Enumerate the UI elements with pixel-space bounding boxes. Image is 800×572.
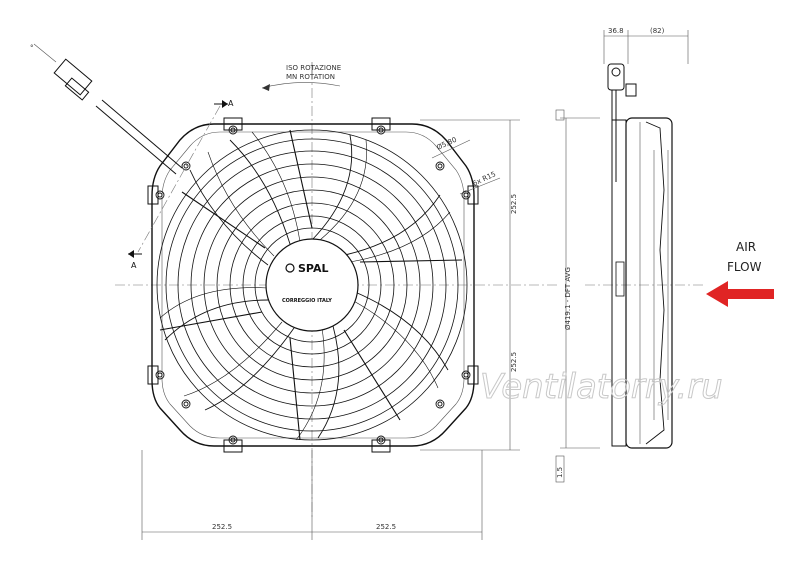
dim-side-ref: 1.5: [556, 467, 564, 478]
section-line: [128, 100, 228, 258]
hub-brand: SPAL: [298, 262, 329, 275]
fan-blades: [159, 131, 451, 441]
dim-right-bottom: 252.5: [510, 352, 518, 372]
fan-hub: [265, 238, 359, 332]
dim-bottom-left: 252.5: [212, 523, 232, 531]
hub-origin: CORREGGIO ITALY: [282, 298, 332, 304]
air-flow-arrow-icon: [706, 281, 774, 307]
cable-connector: [33, 43, 183, 175]
air-flow-line2: FLOW: [727, 260, 762, 274]
fan-frame: [147, 117, 479, 453]
dim-radius: 6x R15: [471, 170, 497, 188]
dim-side-diameter: Ø419.1 - DFT AVG: [564, 267, 572, 330]
dim-right-top: 252.5: [510, 194, 518, 214]
guard-rings: [156, 129, 468, 441]
dim-side-top-right: (82): [650, 27, 665, 35]
dim-bottom-right: 252.5: [376, 523, 396, 531]
rotation-arrow-icon: [261, 62, 341, 91]
front-dimensions: [141, 119, 520, 540]
section-mark-bottom: A: [131, 261, 137, 270]
dim-side-top-left: 36.8: [608, 27, 624, 35]
air-flow-line1: AIR: [736, 240, 756, 254]
watermark: Ventilatorry.ru: [480, 367, 723, 407]
svg-text:°: °: [30, 44, 34, 52]
rotation-line2: MN ROTATION: [286, 73, 335, 81]
side-view: [555, 30, 689, 483]
guard-spokes: [159, 129, 463, 441]
dim-hole: Ø5,80: [435, 136, 458, 152]
section-mark-top: A: [228, 99, 234, 108]
rotation-line1: ISO ROTAZIONE: [286, 64, 341, 72]
spal-logo-icon: [285, 263, 295, 273]
